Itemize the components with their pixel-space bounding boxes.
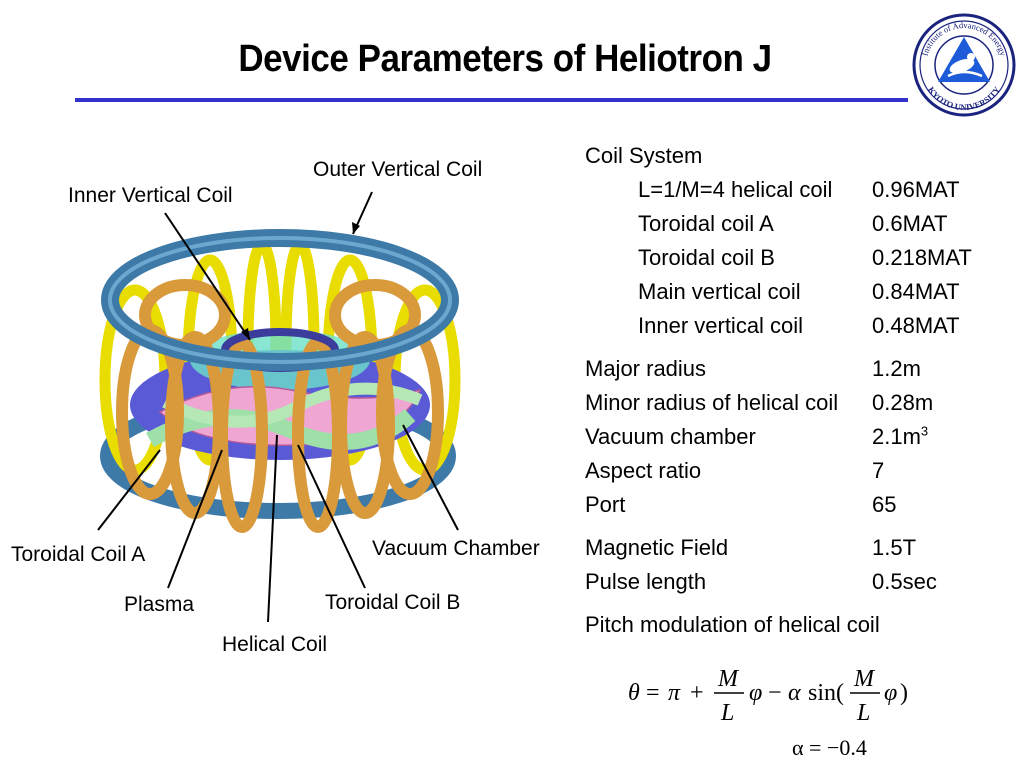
svg-text:sin(: sin( [808,680,844,706]
coil-value: 0.84MAT [872,279,960,304]
svg-text:+: + [690,680,704,706]
page-title: Device Parameters of Heliotron J [238,38,772,80]
svg-text:): ) [900,680,908,706]
param-label: Vacuum chamber [585,424,756,449]
svg-text:α: α [788,680,801,706]
svg-text:−: − [768,680,782,706]
svg-text:θ: θ [628,680,640,706]
param-value: 1.5T [872,535,917,560]
coil-value: 0.48MAT [872,313,960,338]
label-toroidal-coil-b: Toroidal Coil B [325,591,461,614]
coil-value: 0.218MAT [872,245,972,270]
title-underline [75,98,908,102]
label-vacuum-chamber: Vacuum Chamber [372,537,540,560]
unit-superscript: 3 [920,423,929,439]
coil-value: 0.6MAT [872,211,948,236]
coil-label: Inner vertical coil [638,313,804,338]
param-value: 0.5sec [872,569,937,594]
svg-text:L: L [720,700,734,726]
heliotron-device-diagram [88,191,468,623]
coil-value: 0.96MAT [872,177,960,202]
param-value: 65 [872,492,897,517]
svg-text:=: = [646,680,660,706]
coil-label: Toroidal coil A [638,211,774,236]
param-label: Major radius [585,356,707,381]
label-inner-vertical-coil: Inner Vertical Coil [68,184,233,207]
svg-text:φ: φ [749,680,762,706]
param-value: 2.1m3 [872,420,928,454]
label-helical-coil: Helical Coil [222,633,328,656]
svg-text:M: M [717,666,740,692]
param-label: Minor radius of helical coil [585,390,839,415]
label-toroidal-coil-a: Toroidal Coil A [11,543,146,566]
param-label: Port [585,492,626,517]
alpha-equation: α = −0.4 [792,735,867,760]
param-value: 1.2m [872,356,921,381]
pitch-equation: θ = π + M L φ − α sin( M L φ ) [628,666,908,726]
pitch-heading: Pitch modulation of helical coil [585,612,880,637]
coil-label: L=1/M=4 helical coil [638,177,833,202]
coil-label: Toroidal coil B [638,245,775,270]
toroidal-coil-a-group [116,279,444,533]
label-plasma: Plasma [124,593,195,616]
label-outer-vertical-coil: Outer Vertical Coil [313,158,483,181]
svg-text:L: L [856,700,870,726]
param-value: 7 [872,458,885,483]
svg-text:M: M [853,666,876,692]
coil-label: Main vertical coil [638,279,801,304]
param-label: Magnetic Field [585,535,729,560]
kyoto-university-logo: Institute of Advanced Energy KYOTO UNIVE… [912,13,1016,117]
param-value: 0.28m [872,390,934,415]
param-label: Pulse length [585,569,707,594]
svg-text:φ: φ [884,680,897,706]
param-label: Aspect ratio [585,458,702,483]
coil-system-heading: Coil System [585,143,703,168]
helical-coil-shape [146,408,416,450]
vacuum-chamber-value: 2.1m [872,424,921,449]
svg-text:π: π [668,680,681,706]
